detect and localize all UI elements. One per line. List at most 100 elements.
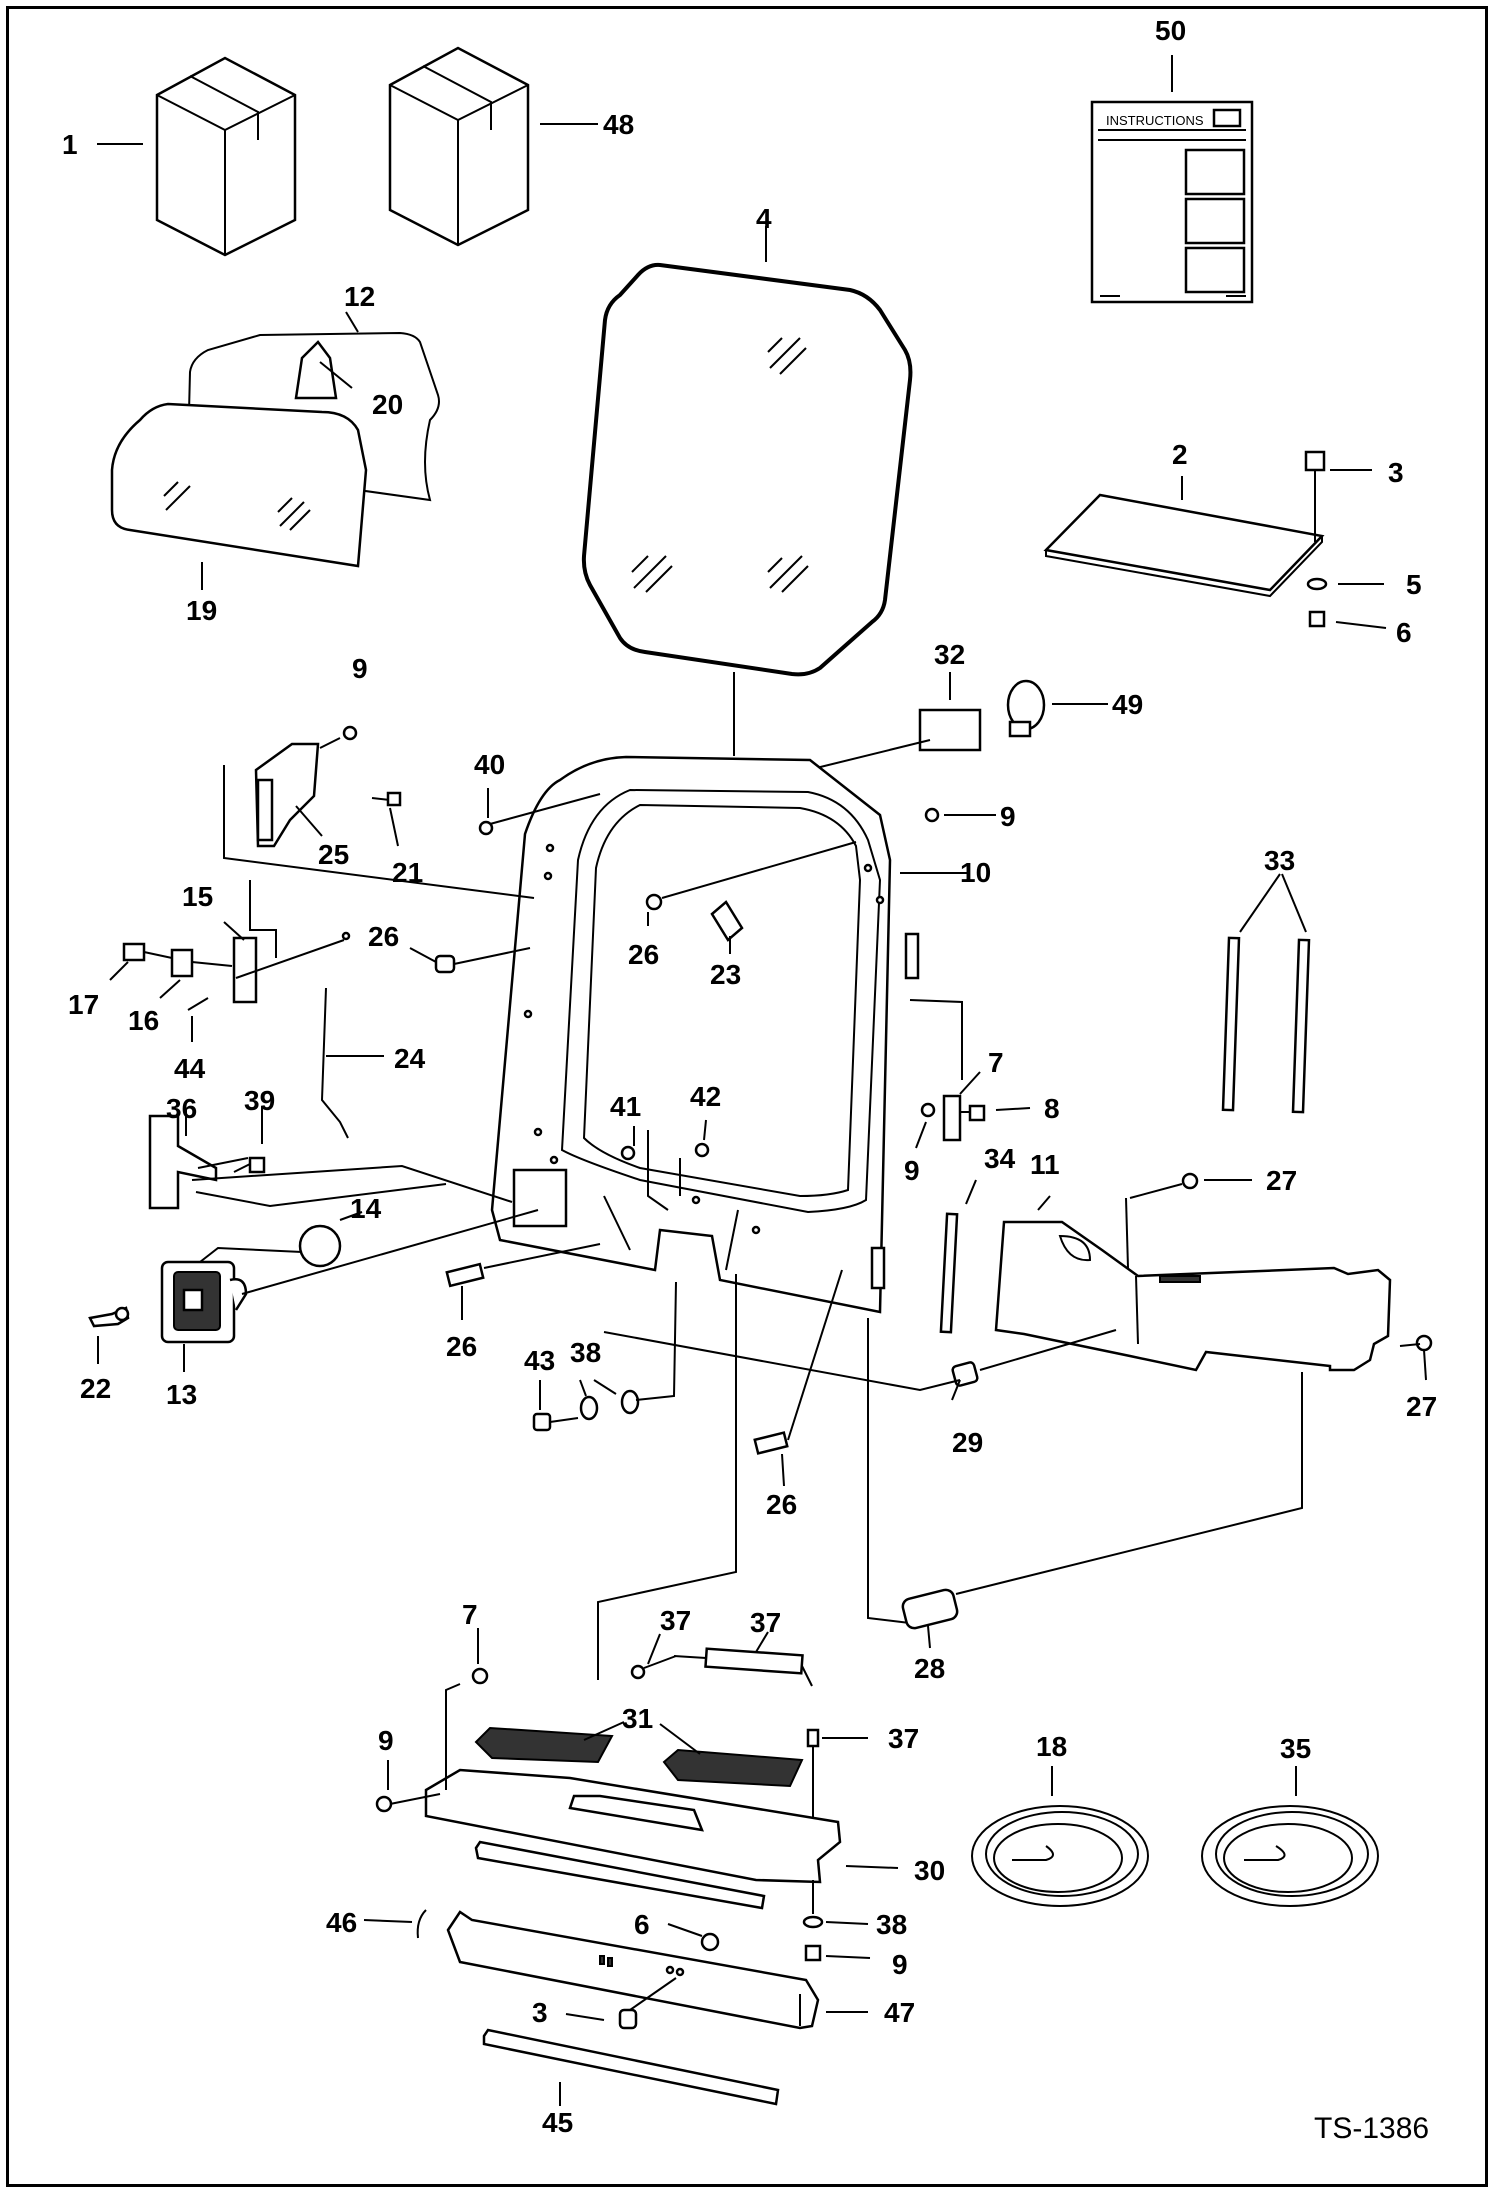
leader-37 [597,1274,737,1680]
callout-50: 50 [1155,15,1186,46]
part-washer-9-top [924,807,996,823]
part-box-1 [97,56,297,257]
callout-2: 2 [1172,439,1188,470]
part-bushing-29 [603,1329,1117,1401]
callout-35: 35 [1280,1733,1311,1764]
callout-30: 30 [914,1855,945,1886]
part-key-22 [88,1306,130,1364]
part-pin-26-b [445,1243,601,1320]
part-strip-45 [482,2028,780,2106]
callout-36: 36 [166,1093,197,1124]
callout-37-c: 37 [888,1723,919,1754]
callout-1: 1 [62,129,78,160]
callout-38-a: 38 [570,1337,601,1368]
callout-9-e: 9 [892,1949,908,1980]
callout-38-b: 38 [876,1909,907,1940]
part-clip-46 [363,1909,427,1939]
part-cover-47 [446,1910,868,2030]
callout-47: 47 [884,1997,915,2028]
callout-9-a: 9 [352,653,368,684]
callout-16: 16 [128,1005,159,1036]
callout-15: 15 [182,881,213,912]
part-seal-coil-18 [971,1766,1149,1907]
callout-9-d: 9 [378,1725,394,1756]
callout-25: 25 [318,839,349,870]
part-door-glass-4 [581,226,913,756]
callout-45: 45 [542,2107,573,2138]
callout-33: 33 [1264,845,1295,876]
part-seal-coil-35 [1201,1766,1379,1907]
callout-40: 40 [474,749,505,780]
callout-12: 12 [344,281,375,312]
part-handle-13 [160,1260,248,1372]
callout-5: 5 [1406,569,1422,600]
part-hinge-25 [254,725,358,848]
callout-9-c: 9 [904,1155,920,1186]
callout-31: 31 [622,1703,653,1734]
part-clip-49 [1006,679,1108,738]
callout-3-b: 3 [532,1997,548,2028]
callout-26-b: 26 [628,939,659,970]
callout-17: 17 [68,989,99,1020]
callout-10: 10 [960,857,991,888]
callout-4: 4 [756,203,772,234]
callout-14: 14 [350,1193,382,1224]
part-label-32 [799,672,982,773]
callout-24: 24 [394,1043,426,1074]
part-bracket-23 [710,900,744,954]
callout-6-b: 6 [634,1909,650,1940]
part-latch-15 [223,921,258,1004]
leader-28-b [955,1372,1303,1595]
part-strut-37 [630,1631,868,1834]
callout-26-d: 26 [766,1489,797,1520]
part-42 [679,1119,710,1196]
callout-39: 39 [244,1085,275,1116]
part-hinge-7-right [909,999,1031,1149]
part-screw-40 [478,788,601,836]
part-rod-24 [187,931,384,1139]
part-screw-39 [197,1106,266,1174]
callout-27-b: 27 [1406,1391,1437,1422]
callout-37-a: 37 [660,1605,691,1636]
part-grip-pads-31 [474,1721,804,1788]
callout-22: 22 [80,1373,111,1404]
part-41 [620,1126,669,1211]
part-bracket-36 [148,1108,513,1210]
callout-37-b: 37 [750,1607,781,1638]
part-bushing-28 [901,1588,959,1649]
part-door-frame-10 [490,755,920,1314]
part-bolt-43 [532,1380,579,1432]
drawing-border [6,6,1488,2187]
part-strip-34 [939,1179,977,1334]
leader-28 [867,1318,919,1625]
callout-7-a: 7 [988,1047,1004,1078]
callout-48: 48 [603,109,634,140]
callout-3-top: 3 [1388,457,1404,488]
callout-13: 13 [166,1379,197,1410]
callout-9-b: 9 [1000,801,1016,832]
callout-23: 23 [710,959,741,990]
callout-28: 28 [914,1653,945,1684]
part-window-19 [110,402,368,590]
callout-26-c: 26 [446,1331,477,1362]
callout-29: 29 [952,1427,983,1458]
part-bolt-21 [371,791,402,847]
drawing-id: TS-1386 [1314,2112,1429,2145]
callout-49: 49 [1112,689,1143,720]
part-instructions-50 [1090,55,1254,304]
callout-18: 18 [1036,1731,1067,1762]
callout-6-top: 6 [1396,617,1412,648]
instructions-label: INSTRUCTIONS [1106,113,1204,128]
leader-15 [249,880,277,958]
callout-34: 34 [984,1143,1016,1174]
callout-21: 21 [392,857,423,888]
callout-27-a: 27 [1266,1165,1297,1196]
part-rail [474,1840,766,1910]
callout-19: 19 [186,595,217,626]
part-strips-33 [1221,873,1311,1114]
part-pin-26-a [409,947,531,974]
callout-labels: 1 48 50 4 12 20 19 2 3 5 6 32 49 9 25 21… [62,15,1437,2138]
part-spacer-16 [159,948,233,999]
leader-25 [223,765,535,899]
